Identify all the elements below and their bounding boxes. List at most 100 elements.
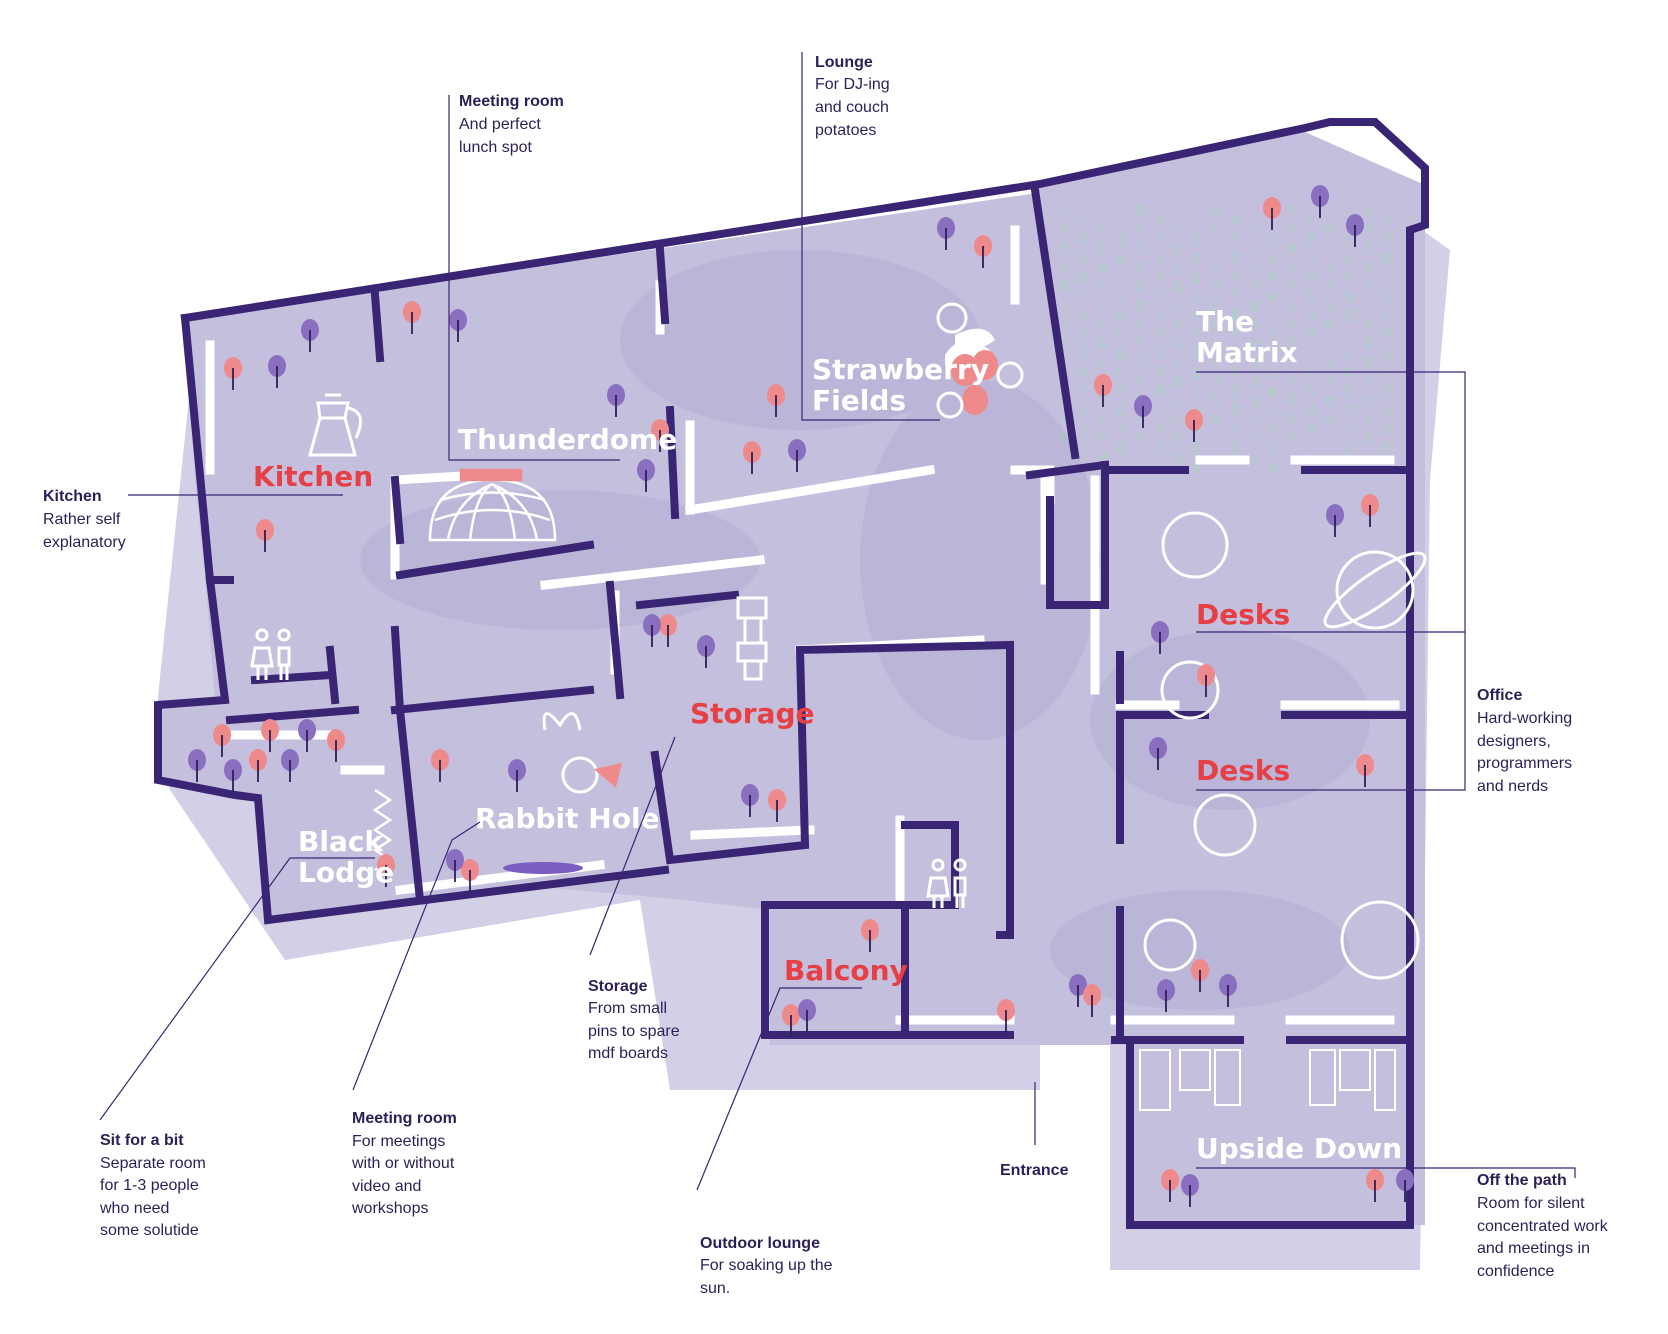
matrix-glyph: G: [1117, 404, 1125, 420]
matrix-glyph: X: [1212, 279, 1221, 295]
svg-text:programmers: programmers: [1477, 755, 1572, 772]
matrix-glyph: T: [1193, 347, 1202, 363]
matrix-glyph: H: [1098, 451, 1106, 467]
matrix-glyph: Y: [1079, 213, 1088, 229]
matrix-glyph: 7: [1345, 404, 1353, 420]
matrix-glyph: 6: [1212, 241, 1220, 257]
matrix-glyph: 0: [1117, 252, 1125, 268]
matrix-glyph: E: [1079, 289, 1087, 305]
matrix-glyph: 1: [1212, 336, 1220, 352]
matrix-glyph: Z: [1193, 233, 1201, 249]
matrix-glyph: V: [1155, 251, 1164, 267]
matrix-glyph: Y: [1117, 423, 1126, 439]
matrix-glyph: Z: [1345, 309, 1353, 325]
matrix-glyph: X: [1307, 422, 1316, 438]
restroom-icon: [250, 628, 291, 680]
matrix-glyph: 9: [1079, 308, 1087, 324]
matrix-glyph: 2: [1193, 252, 1201, 268]
tree-icon: [697, 635, 715, 668]
matrix-glyph: E: [1288, 298, 1296, 314]
matrix-glyph: G: [1231, 327, 1239, 343]
matrix-glyph: C: [1098, 356, 1106, 372]
svg-text:Lounge: Lounge: [815, 54, 873, 71]
matrix-glyph: 7: [1136, 355, 1144, 371]
matrix-glyph: Y: [1231, 289, 1240, 305]
matrix-glyph: P: [1155, 365, 1163, 381]
matrix-glyph: K: [1060, 336, 1069, 352]
tree-icon: [1161, 1169, 1179, 1202]
svg-text:Meeting room: Meeting room: [352, 1110, 457, 1127]
matrix-glyph: W: [1307, 270, 1316, 286]
tree-icon: [743, 441, 761, 474]
svg-text:video and: video and: [352, 1178, 421, 1195]
matrix-glyph: 5: [1326, 299, 1334, 315]
matrix-glyph: H: [1364, 393, 1372, 409]
matrix-glyph: X: [1155, 346, 1164, 362]
matrix-glyph: J: [1212, 374, 1220, 390]
room-label-thunderdome: Thunderdome: [458, 423, 677, 456]
room-label-storage: Storage: [690, 697, 815, 730]
svg-text:potatoes: potatoes: [815, 122, 876, 139]
matrix-glyph: G: [1288, 260, 1296, 276]
matrix-glyph: 9: [1288, 317, 1296, 333]
matrix-glyph: V: [1098, 318, 1107, 334]
matrix-glyph: J: [1060, 298, 1068, 314]
matrix-glyph: B: [1079, 232, 1087, 248]
svg-text:Entrance: Entrance: [1000, 1162, 1069, 1179]
matrix-glyph: N: [1364, 222, 1372, 238]
tree-icon: [1219, 974, 1237, 1007]
svg-text:pins to spare: pins to spare: [588, 1023, 680, 1040]
matrix-glyph: W: [1098, 261, 1107, 277]
svg-text:Room for silent: Room for silent: [1477, 1195, 1585, 1212]
matrix-glyph: F: [1269, 442, 1277, 458]
matrix-glyph: X: [1269, 252, 1278, 268]
matrix-glyph: 0: [1326, 261, 1334, 277]
matrix-glyph: F: [1326, 375, 1334, 391]
room-label-strawberry-fields-1: Strawberry: [812, 353, 989, 386]
matrix-glyph: E: [1345, 385, 1353, 401]
matrix-glyph: C: [1155, 289, 1163, 305]
matrix-glyph: 3: [1155, 232, 1163, 248]
tree-icon: [1197, 664, 1215, 697]
matrix-glyph: E: [1250, 242, 1258, 258]
matrix-glyph: P: [1269, 271, 1277, 287]
matrix-glyph: G: [1079, 251, 1087, 267]
svg-text:and couch: and couch: [815, 99, 889, 116]
matrix-glyph: 7: [1079, 422, 1087, 438]
room-label-kitchen: Kitchen: [253, 460, 373, 493]
tree-icon: [249, 749, 267, 782]
matrix-glyph: M: [1174, 318, 1182, 334]
tree-icon: [1157, 979, 1175, 1012]
matrix-glyph: V: [1193, 461, 1202, 477]
matrix-glyph: 7: [1288, 431, 1296, 447]
annotation-outdoor-lounge: Outdoor lounge For soaking up the sun.: [700, 1235, 833, 1297]
svg-text:Hard-working: Hard-working: [1477, 710, 1572, 727]
tree-icon: [403, 301, 421, 334]
tree-icon: [301, 319, 319, 352]
matrix-glyph: K: [1212, 412, 1221, 428]
matrix-glyph: Q: [1117, 347, 1125, 363]
tree-icon: [298, 719, 316, 752]
svg-text:lunch spot: lunch spot: [459, 139, 532, 156]
matrix-glyph: U: [1345, 347, 1353, 363]
matrix-glyph: T: [1136, 374, 1145, 390]
tree-icon: [224, 759, 242, 792]
matrix-glyph: D: [1288, 279, 1296, 295]
matrix-glyph: J: [1117, 271, 1125, 287]
matrix-glyph: J: [1155, 441, 1163, 457]
svg-text:Off the path: Off the path: [1477, 1172, 1567, 1189]
matrix-glyph: U: [1136, 298, 1144, 314]
matrix-glyph: 8: [1193, 366, 1201, 382]
matrix-glyph: H: [1269, 290, 1277, 306]
tree-icon: [937, 217, 955, 250]
svg-text:And perfect: And perfect: [459, 116, 541, 133]
room-labels: Kitchen Thunderdome Strawberry Fields Th…: [253, 305, 1402, 1165]
matrix-glyph: R: [1345, 366, 1354, 382]
svg-text:For DJ-ing: For DJ-ing: [815, 76, 890, 93]
matrix-glyph: M: [1231, 251, 1239, 267]
svg-text:who need: who need: [99, 1200, 169, 1217]
callout-lines: [99, 52, 1576, 1191]
room-label-black-lodge-2: Lodge: [298, 856, 394, 889]
matrix-glyph: R: [1250, 223, 1259, 239]
